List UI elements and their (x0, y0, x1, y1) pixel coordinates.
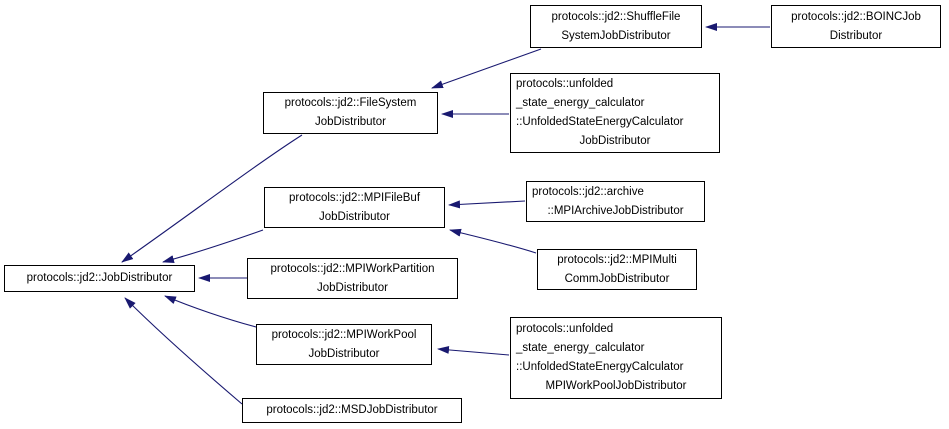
class-name-line: Distributor (829, 29, 883, 42)
arrow-archive-to-mpifilebuf (448, 200, 526, 209)
node-unfolded-state-energy-calculator-job-distributor[interactable]: protocols::unfolded _state_energy_calcul… (510, 73, 720, 153)
class-name-line: MPIWorkPoolJobDistributor (545, 380, 687, 392)
class-name-line: ::UnfoldedStateEnergyCalculator (516, 116, 684, 128)
arrow-mpifilebuf-to-jobdistributor (162, 229, 264, 263)
class-name-line: JobDistributor (308, 347, 380, 360)
class-name-line: ::MPIArchiveJobDistributor (547, 204, 684, 217)
node-mpi-multi-comm-job-distributor[interactable]: protocols::jd2::MPIMulti CommJobDistribu… (537, 249, 697, 290)
class-name-line: protocols::jd2::ShuffleFile (551, 10, 681, 23)
class-name-line: JobDistributor (319, 210, 390, 223)
class-name-line: protocols::jd2::MPIWorkPool (271, 328, 417, 341)
node-file-system-job-distributor[interactable]: protocols::jd2::FileSystem JobDistributo… (263, 92, 438, 134)
class-name-line: protocols::jd2::MSDJobDistributor (266, 404, 438, 416)
node-mpi-archive-job-distributor[interactable]: protocols::jd2::archive ::MPIArchiveJobD… (526, 181, 705, 222)
arrow-filesystem-to-jobdistributor (121, 134, 303, 263)
arrow-mpiworkpool-to-jobdistributor (164, 295, 257, 328)
node-msd-job-distributor[interactable]: protocols::jd2::MSDJobDistributor (242, 398, 462, 423)
class-name-line: protocols::jd2::archive (532, 185, 644, 198)
class-name-line: protocols::jd2::JobDistributor (26, 272, 173, 284)
class-name-line: protocols::jd2::FileSystem (284, 97, 417, 109)
node-shuffle-file-system-job-distributor[interactable]: protocols::jd2::ShuffleFile SystemJobDis… (530, 5, 702, 48)
arrow-unfoldedcalcwp-to-mpiworkpool (437, 345, 510, 356)
node-boinc-job-distributor[interactable]: protocols::jd2::BOINCJob Distributor (771, 5, 941, 48)
class-name-line: ::UnfoldedStateEnergyCalculator (516, 361, 684, 373)
node-mpi-work-pool-job-distributor[interactable]: protocols::jd2::MPIWorkPool JobDistribut… (256, 324, 432, 365)
class-name-line: protocols::unfolded (516, 78, 614, 90)
class-name-line: JobDistributor (579, 135, 651, 147)
class-name-line: _state_energy_calculator (516, 342, 645, 354)
class-name-line: protocols::jd2::MPIFileBuf (288, 191, 421, 204)
class-name-line: CommJobDistributor (564, 272, 670, 285)
arrow-shufflefile-to-filesystem (431, 48, 542, 89)
node-mpi-work-partition-job-distributor[interactable]: protocols::jd2::MPIWorkPartition JobDist… (247, 258, 458, 299)
node-unfolded-state-energy-calculator-mpi-work-pool-job-distributor[interactable]: protocols::unfolded _state_energy_calcul… (510, 317, 722, 399)
node-job-distributor[interactable]: protocols::jd2::JobDistributor (4, 265, 195, 292)
arrow-msd-to-jobdistributor (124, 297, 243, 405)
class-name-line: JobDistributor (317, 281, 388, 294)
class-name-line: protocols::unfolded (516, 323, 614, 335)
class-name-line: JobDistributor (315, 116, 386, 128)
class-name-line: protocols::jd2::MPIMulti (557, 253, 677, 266)
arrow-mpimulticomm-to-mpifilebuf (449, 228, 537, 254)
node-mpi-file-buf-job-distributor[interactable]: protocols::jd2::MPIFileBuf JobDistributo… (264, 187, 445, 228)
class-name-line: protocols::jd2::MPIWorkPartition (270, 262, 435, 275)
class-name-line: SystemJobDistributor (561, 29, 671, 42)
class-name-line: _state_energy_calculator (516, 97, 645, 109)
class-name-line: protocols::jd2::BOINCJob (791, 10, 921, 23)
